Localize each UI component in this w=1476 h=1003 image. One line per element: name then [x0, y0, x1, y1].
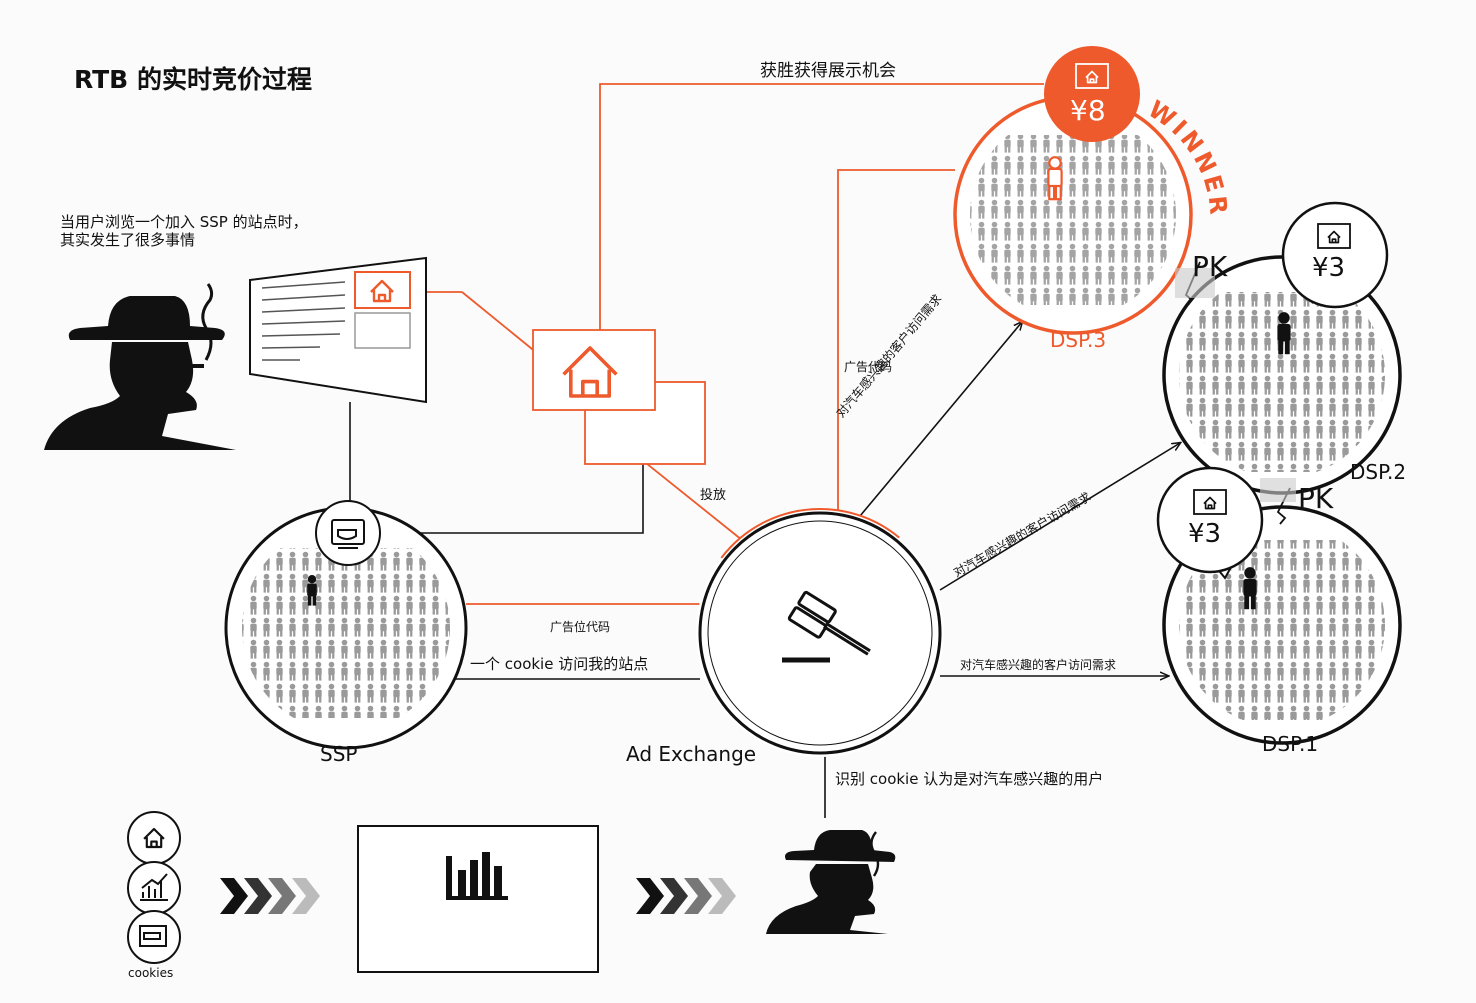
- identify-label: 识别 cookie 认为是对汽车感兴趣的用户: [835, 770, 1104, 788]
- house-icon: [562, 346, 618, 398]
- win-label: 获胜获得展示机会: [760, 61, 896, 81]
- cookie-icons: [127, 811, 181, 964]
- ad-cards: [532, 329, 706, 465]
- intro-line-2: 其实发生了很多事情: [60, 231, 196, 249]
- house-icon: [1085, 70, 1099, 84]
- slot-code-label: 广告位代码: [550, 620, 611, 634]
- coffee-icon: [331, 519, 365, 549]
- ssp-node: [224, 500, 468, 750]
- house-icon: [1327, 230, 1341, 244]
- house-icon: [1203, 496, 1217, 510]
- house-icon: [143, 827, 165, 849]
- ad-exchange-node: [695, 508, 945, 758]
- dsp2-node: [1162, 201, 1402, 495]
- chart-icon: [446, 852, 508, 900]
- coffee-icon: [139, 925, 167, 947]
- cookie-visit-label: 一个 cookie 访问我的站点: [470, 655, 649, 673]
- smoker-icon: [44, 283, 236, 450]
- gavel-icon: [782, 590, 871, 663]
- bid-dsp2: ¥3: [1312, 253, 1346, 283]
- dsp2-label: DSP.2: [1350, 460, 1407, 484]
- deliver-label: 投放: [700, 488, 727, 503]
- dsp1-node: [1156, 268, 1402, 745]
- dsp3-node: [953, 46, 1193, 335]
- cookies-label: cookies: [128, 966, 174, 980]
- pk-label-top: PK: [1192, 250, 1228, 283]
- webpage-panel: [249, 256, 427, 404]
- dsp1-label: DSP.1: [1262, 732, 1319, 756]
- orange-connectors: [426, 83, 1044, 605]
- page-title: RTB 的实时竞价过程: [74, 65, 312, 94]
- analytics-box: [357, 825, 599, 973]
- bid-dsp3: ¥8: [1070, 94, 1106, 127]
- chart-icon: [140, 873, 168, 901]
- chevron-icon: [220, 878, 736, 914]
- bid-dsp1: ¥3: [1188, 519, 1222, 549]
- black-connectors: [349, 322, 1180, 818]
- ssp-label: SSP: [320, 742, 358, 766]
- smoker-icon: [766, 830, 896, 934]
- intro-line-1: 当用户浏览一个加入 SSP 的站点时，: [60, 213, 308, 231]
- ad-code-label: 广告代码: [844, 360, 893, 374]
- demand-label-dsp1: 对汽车感兴趣的客户访问需求: [960, 658, 1117, 672]
- pk-label-bottom: PK: [1298, 482, 1334, 515]
- dsp3-label: DSP.3: [1050, 328, 1107, 352]
- ad-exchange-label: Ad Exchange: [626, 742, 757, 766]
